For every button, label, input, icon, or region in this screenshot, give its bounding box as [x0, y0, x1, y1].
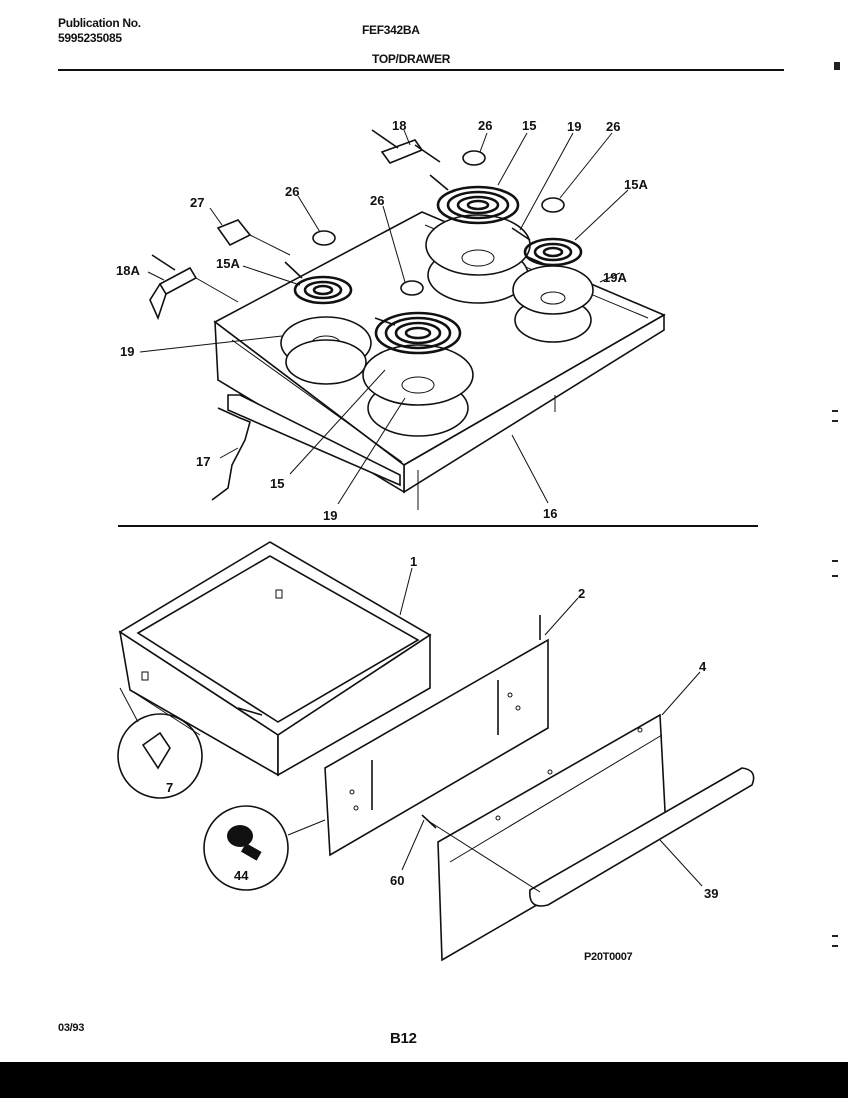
surface-element-small-left: [284, 261, 353, 305]
drip-bowl-right: [512, 265, 594, 343]
callout-27: 27: [190, 195, 204, 210]
publication-label: Publication No.: [58, 16, 141, 30]
surface-element-large-front: [374, 311, 462, 355]
leader-lines-drawer: [399, 567, 703, 887]
section-title: TOP/DRAWER: [372, 52, 451, 66]
callout-15A-left: 15A: [216, 256, 240, 271]
drip-bowl-front: [362, 344, 474, 437]
wire-harness-17: [211, 407, 251, 501]
callout-19-rear: 19: [567, 119, 581, 134]
callout-16: 16: [543, 506, 557, 521]
cooktop-assembly: [149, 129, 666, 510]
callout-15-front: 15: [270, 476, 284, 491]
surface-element-small-right: [511, 227, 583, 267]
exploded-view-drawing: 18 26 15 19 26 15A 27 26 26 18A 15A 19A …: [116, 118, 755, 962]
callout-7: 7: [166, 780, 173, 795]
callout-60: 60: [390, 873, 404, 888]
publication-number: 5995235085: [58, 31, 122, 45]
callout-26-right: 26: [606, 119, 620, 134]
element-receptacle-18A: [149, 254, 239, 321]
callout-4: 4: [699, 659, 707, 674]
cooktop-left-lip: [214, 320, 405, 494]
detail-circle-7: [117, 687, 203, 799]
grommet-rear: [462, 150, 486, 166]
callout-19A: 19A: [603, 270, 627, 285]
callout-1: 1: [410, 554, 417, 569]
side-trim: [227, 394, 401, 487]
callout-15A-right: 15A: [624, 177, 648, 192]
callout-39: 39: [704, 886, 718, 901]
callout-18A: 18A: [116, 263, 140, 278]
callout-26-center: 26: [370, 193, 384, 208]
callout-15-rear: 15: [522, 118, 536, 133]
drawer-handle-39: [529, 767, 755, 907]
drip-bowl-left: [280, 316, 372, 385]
callout-26-left: 26: [285, 184, 299, 199]
callout-44: 44: [234, 868, 249, 883]
callout-labels: 18 26 15 19 26 15A 27 26 26 18A 15A 19A …: [116, 118, 718, 901]
callout-19-left: 19: [120, 344, 134, 359]
callout-17: 17: [196, 454, 210, 469]
drawer-panel-2: [324, 638, 549, 857]
drip-bowl-rear: [425, 214, 531, 304]
scan-margin: [830, 0, 848, 1062]
screw-60: [421, 814, 437, 829]
callout-26-rear: 26: [478, 118, 492, 133]
detail-circle-44: [203, 805, 326, 891]
drawing-code: P20T0007: [584, 951, 633, 963]
grommet-center: [400, 280, 424, 296]
page-code: B12: [390, 1030, 417, 1047]
grommet-right: [541, 197, 565, 213]
header-rule: [58, 69, 784, 71]
callout-19-front: 19: [323, 508, 337, 523]
element-receptacle-18: [371, 129, 441, 164]
model-number: FEF342BA: [362, 23, 420, 37]
surface-element-large-rear: [429, 174, 520, 225]
grommet-left: [312, 230, 336, 246]
callout-2: 2: [578, 586, 585, 601]
callout-18: 18: [392, 118, 406, 133]
section-divider: [118, 525, 758, 527]
drawer-box-front: [277, 633, 431, 777]
leader-lines-top: [139, 129, 629, 505]
drawer-box-interior: [136, 555, 420, 723]
drawer-assembly: [117, 541, 755, 962]
parts-diagram-page: Publication No. 5995235085 FEF342BA TOP/…: [0, 0, 830, 1062]
revision-date: 03/93: [58, 1022, 85, 1034]
terminal-block-27: [216, 219, 291, 256]
